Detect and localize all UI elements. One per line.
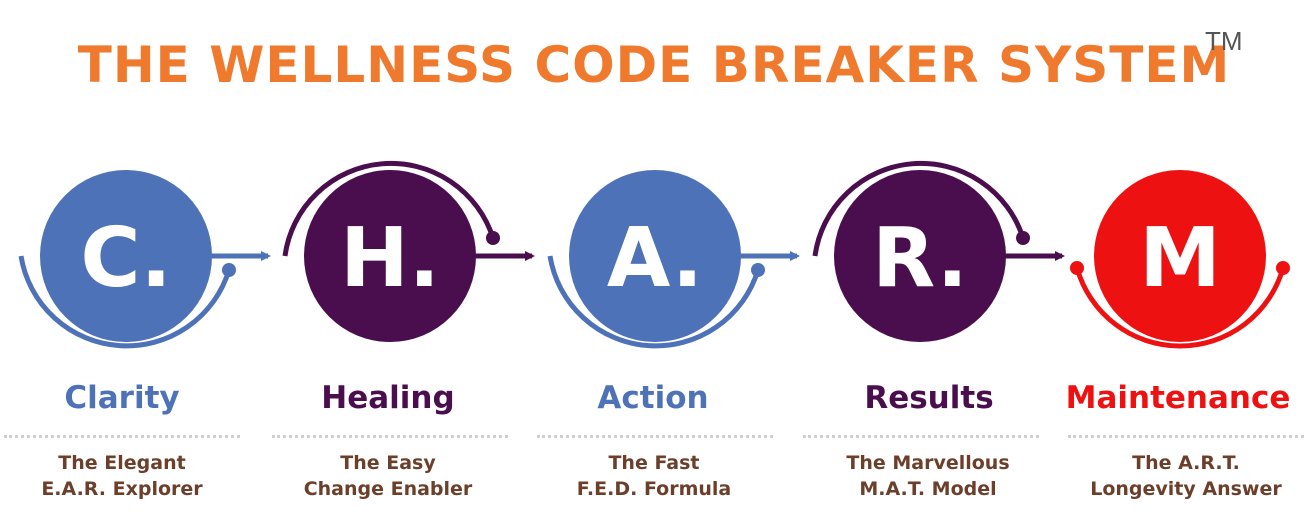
step-healing: H.: [282, 160, 535, 342]
results-description: The Marvellous M.A.T. Model: [798, 450, 1058, 502]
maintenance-description: The A.R.T. Longevity Answer: [1056, 450, 1308, 502]
clarity-separator: [4, 435, 240, 438]
step-action: A.: [547, 170, 800, 349]
action-desc-line2: F.E.D. Formula: [576, 478, 732, 500]
action-description: The Fast F.E.D. Formula: [524, 450, 784, 502]
action-orbit-arc: [547, 255, 761, 349]
results-desc-line2: M.A.T. Model: [859, 478, 997, 500]
healing-letter: H.: [340, 211, 440, 306]
clarity-orbit-arc: [18, 255, 232, 349]
results-orbit-dot: [1016, 231, 1030, 245]
maintenance-circle: [1094, 170, 1266, 342]
clarity-description: The Elegant E.A.R. Explorer: [0, 450, 252, 502]
action-letter: A.: [607, 211, 703, 306]
healing-orbit-dot: [486, 231, 500, 245]
maintenance-letter: M: [1139, 211, 1221, 306]
page-title: THE WELLNESS CODE BREAKER SYSTEM: [77, 36, 1231, 94]
clarity-label: Clarity: [64, 380, 180, 416]
healing-orbit-arc: [282, 160, 496, 257]
healing-desc-line2: Change Enabler: [303, 478, 473, 500]
results-letter: R.: [872, 211, 968, 306]
action-label: Action: [597, 380, 709, 416]
step-clarity: C.: [18, 170, 271, 349]
maintenance-desc-line1: The A.R.T.: [1132, 452, 1240, 474]
step-results: R.: [812, 160, 1065, 342]
results-label: Results: [864, 380, 994, 416]
action-separator: [537, 435, 773, 438]
clarity-letter: C.: [80, 211, 171, 306]
maintenance-desc-line2: Longevity Answer: [1090, 478, 1282, 500]
action-circle: [569, 170, 741, 342]
healing-label: Healing: [321, 380, 455, 416]
results-desc-line1: The Marvellous: [846, 452, 1010, 474]
maintenance-orbit-dot-left: [1070, 261, 1084, 275]
healing-description: The Easy Change Enabler: [258, 450, 518, 502]
results-circle: [834, 170, 1006, 342]
maintenance-orbit-arc: [1074, 267, 1286, 349]
action-desc-line1: The Fast: [608, 452, 700, 474]
healing-circle: [304, 170, 476, 342]
maintenance-orbit-dot-right: [1276, 261, 1290, 275]
results-orbit-arc: [812, 160, 1026, 257]
clarity-orbit-dot: [222, 263, 236, 277]
step-maintenance: M: [1070, 170, 1290, 349]
maintenance-separator: [1068, 435, 1304, 438]
healing-desc-line1: The Easy: [340, 452, 436, 474]
maintenance-label: Maintenance: [1065, 380, 1291, 416]
clarity-circle: [40, 170, 212, 342]
results-separator: [803, 435, 1039, 438]
healing-separator: [272, 435, 508, 438]
action-orbit-dot: [751, 263, 765, 277]
clarity-desc-line1: The Elegant: [58, 452, 186, 474]
clarity-desc-line2: E.A.R. Explorer: [41, 478, 203, 500]
trademark-mark: TM: [1205, 26, 1243, 56]
